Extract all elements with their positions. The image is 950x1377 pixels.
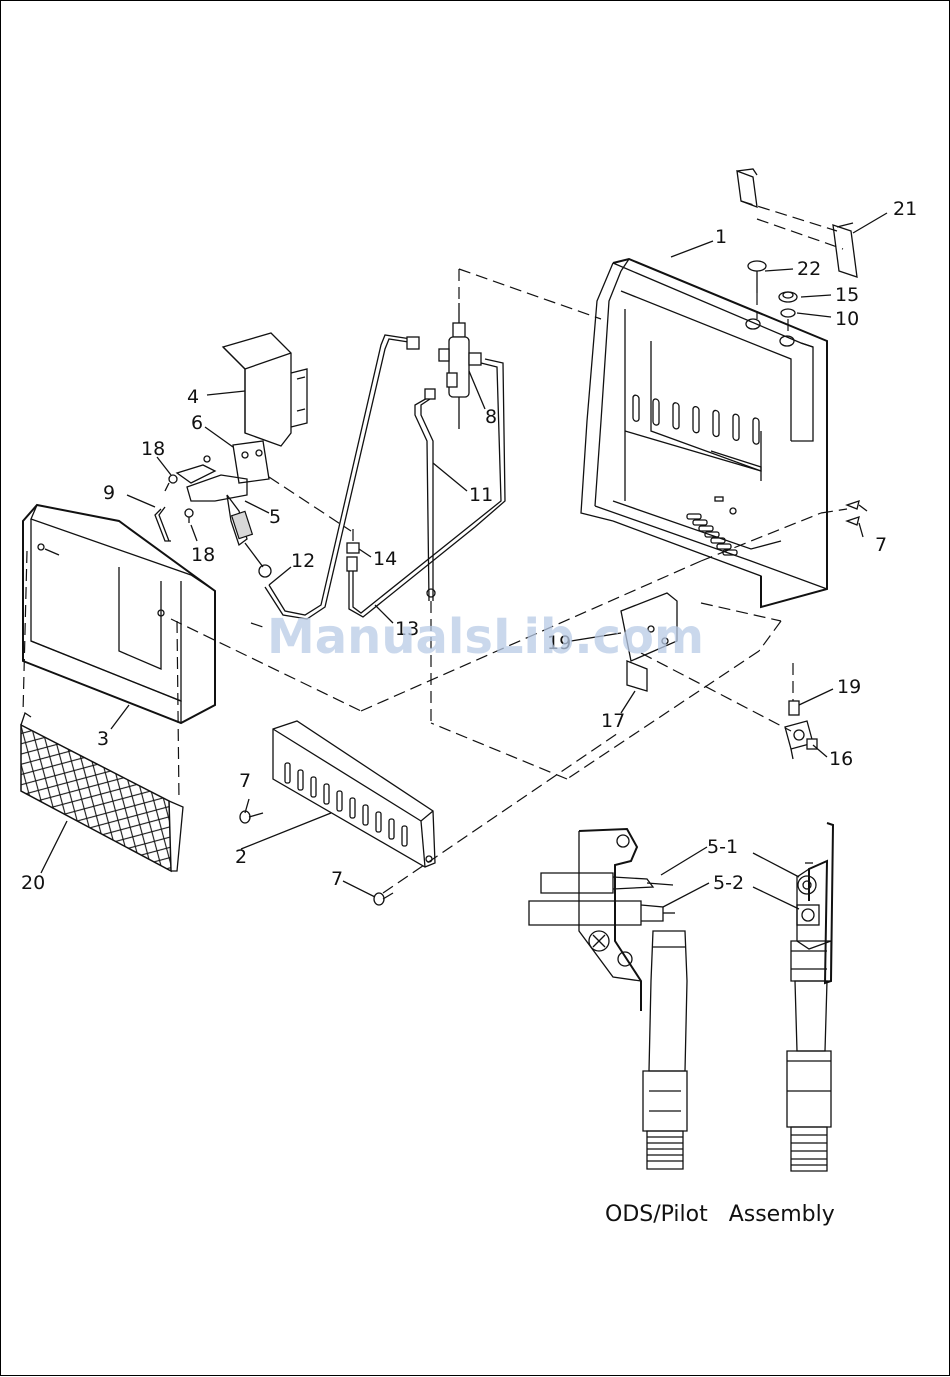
label-part-18-top: 18 — [141, 438, 165, 460]
part-14-fitting — [347, 529, 359, 553]
label-part-4: 4 — [187, 386, 199, 408]
label-part-11: 11 — [469, 484, 493, 506]
part-8-regulator — [439, 269, 481, 429]
part-19-fittings — [789, 663, 799, 715]
label-part-5: 5 — [269, 506, 281, 528]
part-4-control-box — [223, 333, 307, 446]
part-6-bracket — [233, 441, 269, 483]
part-3-front-panel — [23, 505, 215, 723]
label-part-20: 20 — [21, 872, 45, 894]
part-16-valve — [785, 721, 817, 759]
assembly-caption: ODS/Pilot Assembly — [605, 1202, 835, 1227]
cabinet-top-vents — [633, 395, 759, 445]
label-part-22: 22 — [797, 258, 821, 280]
label-part-17: 17 — [601, 710, 625, 732]
ods-pilot-side-view — [529, 829, 687, 1169]
part-9-rod — [155, 507, 171, 541]
label-part-7-front: 7 — [239, 770, 251, 792]
label-part-18-bottom: 18 — [191, 544, 215, 566]
label-part-10: 10 — [835, 308, 859, 330]
cabinet-bottom-vents — [687, 514, 737, 555]
label-part-9: 9 — [103, 482, 115, 504]
label-part-14: 14 — [373, 548, 397, 570]
louver-slots — [285, 763, 407, 846]
label-part-7-bottom: 7 — [331, 868, 343, 890]
part-2-louver-panel — [273, 721, 435, 867]
label-part-5-1: 5-1 — [707, 836, 738, 858]
label-part-8: 8 — [485, 406, 497, 428]
label-part-7-cabinet: 7 — [875, 534, 887, 556]
assembly-dash-lines — [171, 269, 847, 893]
part-12-tube — [265, 335, 419, 619]
label-part-21: 21 — [893, 198, 917, 220]
label-part-16: 16 — [829, 748, 853, 770]
watermark: ManualsLib.com — [267, 609, 704, 665]
label-part-12: 12 — [291, 550, 315, 572]
label-part-5-2: 5-2 — [713, 872, 744, 894]
label-part-1: 1 — [715, 226, 727, 248]
part-20-grille — [21, 551, 183, 871]
ods-pilot-front-view — [787, 823, 833, 1171]
label-part-15: 15 — [835, 284, 859, 306]
part-7-screws — [240, 501, 867, 905]
label-part-6: 6 — [191, 412, 203, 434]
label-part-2: 2 — [235, 846, 247, 868]
label-part-19-fitting: 19 — [837, 676, 861, 698]
part-15-cap — [779, 292, 797, 302]
label-part-3: 3 — [97, 728, 109, 750]
part-labels: 1 2 3 4 5 6 7 7 7 8 9 10 11 12 13 14 15 … — [21, 198, 917, 894]
